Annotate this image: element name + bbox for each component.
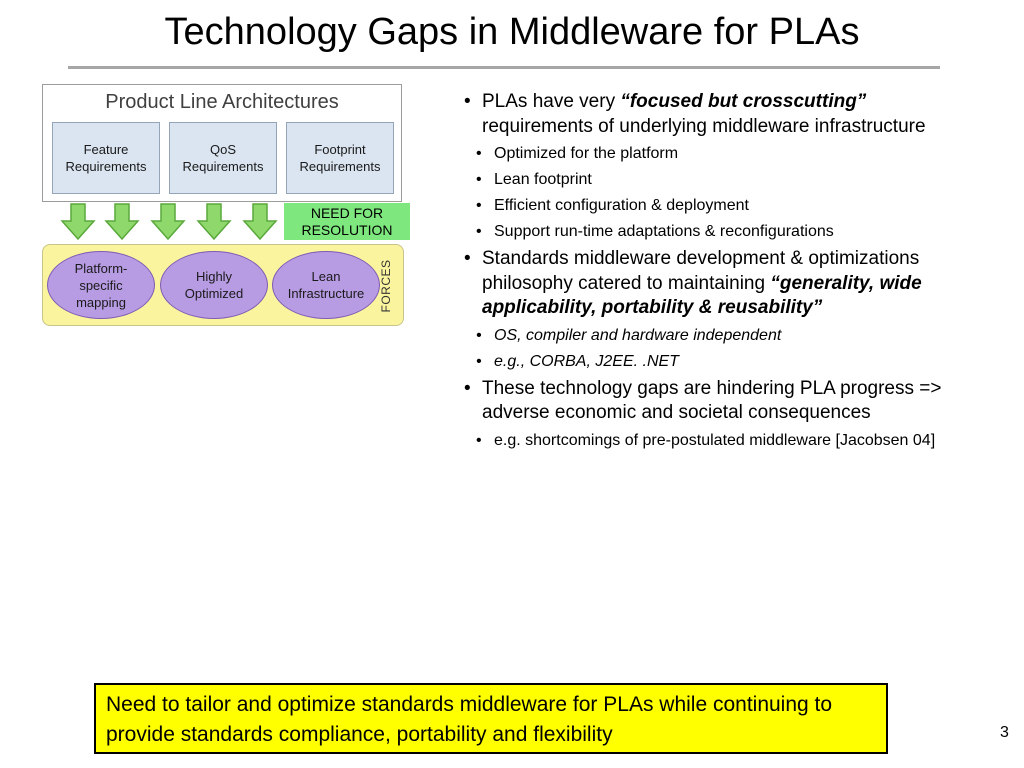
bullet-dot: • [476,352,482,370]
need-line-2: RESOLUTION [301,221,393,238]
bullet-dot: • [476,145,482,162]
sub-bullet-text: e.g. shortcomings of pre-postulated midd… [494,431,936,449]
bullet-dot: • [476,171,482,188]
bullet-dot: • [464,248,471,269]
sub-bullet-text: Efficient configuration & deployment [494,197,749,214]
down-arrow-icon [60,203,96,241]
platform-specific-mapping-ellipse: Platform-specific mapping [47,251,155,319]
bullet-text: Standards middleware development & optim… [482,248,920,294]
bullet-standards-middleware: • Standards middleware development & opt… [462,247,982,321]
feature-requirements-box: Feature Requirements [52,122,160,194]
bullet-dot: • [476,197,482,214]
bullet-plas-requirements: • PLAs have very “focused but crosscutti… [462,90,982,139]
sub-bullet-text: OS, compiler and hardware independent [494,326,782,344]
sub-bullet-text: Lean footprint [494,171,592,188]
sub-bullet-text: Optimized for the platform [494,145,679,162]
sub-bullet: • Efficient configuration & deployment [462,195,982,216]
sub-bullet: • e.g., CORBA, J2EE. .NET [462,351,982,372]
footprint-requirements-box: Footprint Requirements [286,122,394,194]
sub-bullet: • OS, compiler and hardware independent [462,325,982,346]
bullet-text: PLAs have very [482,91,621,112]
forces-label: FORCES [379,259,393,313]
sub-bullet: • Optimized for the platform [462,143,982,164]
down-arrow-icon [150,203,186,241]
product-line-architectures-box: Product Line Architectures Feature Requi… [42,84,402,202]
highly-optimized-ellipse: Highly Optimized [160,251,268,319]
bullet-dot: • [476,431,482,449]
bullet-dot: • [476,326,482,344]
bullet-technology-gaps: • These technology gaps are hindering PL… [462,377,982,426]
bullet-dot: • [476,223,482,240]
sub-bullet: • Support run-time adaptations & reconfig… [462,221,982,242]
bullet-dot: • [464,377,471,399]
down-arrow-icon [242,203,278,241]
sub-bullet: • Lean footprint [462,169,982,190]
bullet-text: These technology gaps are hindering PLA … [482,377,942,424]
sub-bullet-text: Support run-time adaptations & reconfigu… [494,223,834,240]
bullet-list: • PLAs have very “focused but crosscutti… [462,90,982,456]
sub-bullet-text: e.g., CORBA, J2EE. .NET [494,352,679,370]
bullet-text: requirements of underlying middleware in… [482,115,926,137]
down-arrow-icon [196,203,232,241]
callout-box: Need to tailor and optimize standards mi… [94,683,888,754]
page-number: 3 [1000,724,1009,741]
pla-box-title: Product Line Architectures [105,91,339,113]
slide-title: Technology Gaps in Middleware for PLAs [164,11,860,53]
sub-bullet: • e.g. shortcomings of pre-postulated mid… [462,430,982,451]
down-arrow-icon [104,203,140,241]
need-line-1: NEED FOR [310,204,384,221]
need-for-resolution-box: NEED FOR RESOLUTION [284,203,410,240]
qos-requirements-box: QoS Requirements [169,122,277,194]
lean-infrastructure-ellipse: Lean Infrastructure [272,251,380,319]
pla-diagram: Product Line Architectures Feature Requi… [40,84,420,334]
forces-box: Platform-specific mapping Highly Optimiz… [42,244,404,326]
bullet-dot: • [464,91,471,112]
title-divider [68,66,940,69]
bullet-emphasis: “generality, wide applicability, portabi… [482,272,922,319]
bullet-emphasis: “focused but crosscutting” [620,91,867,112]
